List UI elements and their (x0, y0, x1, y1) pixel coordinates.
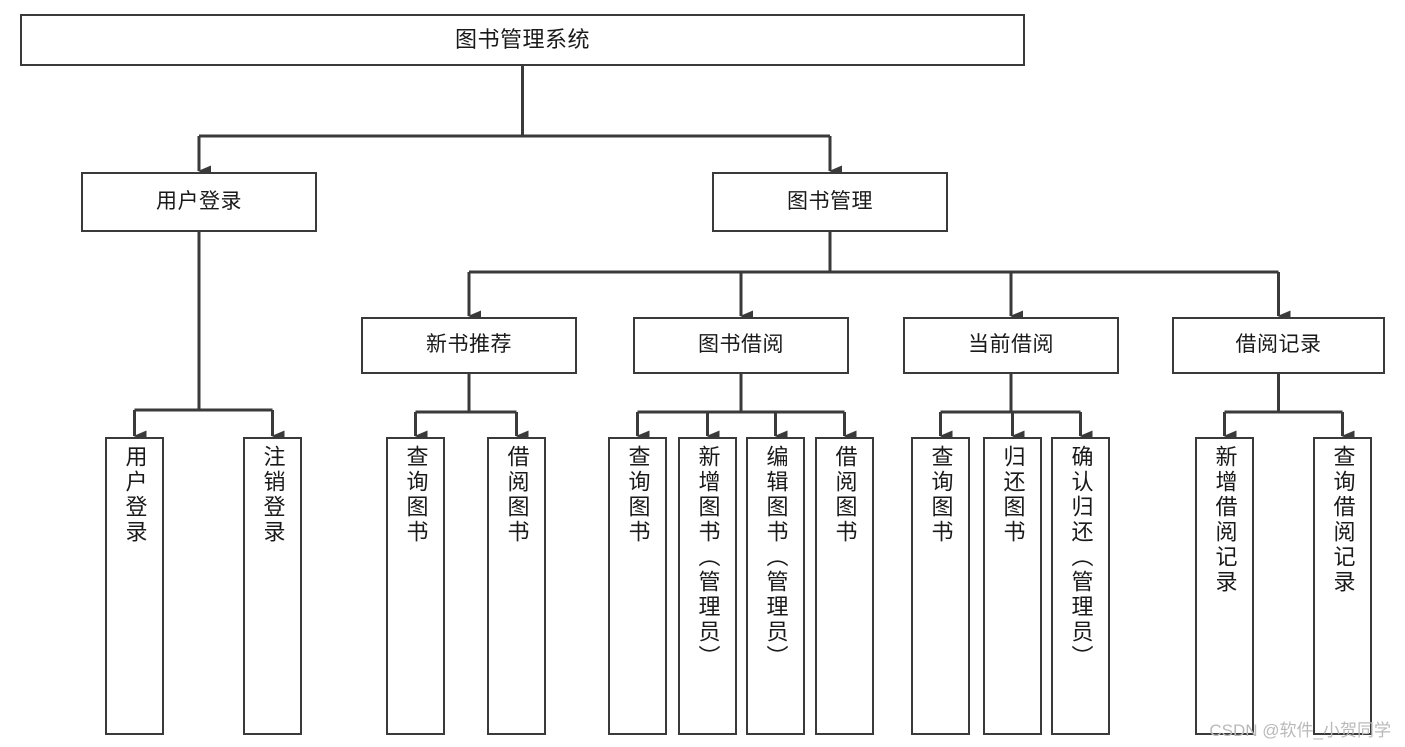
node-book-manage[interactable]: 图书管理 (712, 172, 948, 232)
node-leaf-return-book[interactable]: 归还图书 (983, 437, 1042, 735)
node-new-book-recommend[interactable]: 新书推荐 (361, 317, 577, 374)
node-label: 确认归还（管理员） (1068, 445, 1094, 670)
node-label: 查询借阅记录 (1330, 445, 1356, 595)
node-root[interactable]: 图书管理系统 (20, 14, 1025, 66)
node-user-login[interactable]: 用户登录 (81, 172, 317, 232)
node-leaf-query-book-3[interactable]: 查询图书 (911, 437, 970, 735)
node-label: 查询图书 (625, 445, 651, 545)
node-label: 查询图书 (928, 445, 954, 545)
node-current-borrow[interactable]: 当前借阅 (903, 317, 1119, 374)
node-label: 查询图书 (403, 445, 429, 545)
node-leaf-add-borrow-record[interactable]: 新增借阅记录 (1195, 437, 1254, 735)
node-label: 新增借阅记录 (1212, 445, 1238, 595)
node-label: 新书推荐 (426, 333, 512, 357)
node-label: 用户登录 (122, 445, 148, 545)
node-label: 借阅记录 (1235, 333, 1322, 357)
node-label: 编辑图书（管理员） (763, 445, 789, 670)
node-label: 借阅图书 (504, 445, 530, 545)
node-label: 图书管理系统 (454, 27, 590, 53)
node-book-borrow[interactable]: 图书借阅 (633, 317, 849, 374)
node-leaf-confirm-return-admin[interactable]: 确认归还（管理员） (1051, 437, 1110, 735)
node-leaf-query-book-2[interactable]: 查询图书 (608, 437, 667, 735)
node-leaf-logout[interactable]: 注销登录 (243, 437, 302, 735)
node-leaf-user-login[interactable]: 用户登录 (105, 437, 164, 735)
node-leaf-query-borrow-record[interactable]: 查询借阅记录 (1313, 437, 1372, 735)
node-label: 注销登录 (260, 445, 286, 545)
node-leaf-add-book-admin[interactable]: 新增图书（管理员） (678, 437, 737, 735)
node-label: 图书管理 (787, 189, 873, 213)
node-label: 新增图书（管理员） (695, 445, 721, 670)
node-leaf-borrow-book-2[interactable]: 借阅图书 (815, 437, 874, 735)
node-label: 图书借阅 (698, 333, 784, 357)
node-label: 借阅图书 (832, 445, 858, 545)
node-label: 用户登录 (156, 189, 242, 213)
edge-group (133, 66, 1355, 442)
node-label: 归还图书 (1000, 445, 1026, 545)
node-leaf-borrow-book-1[interactable]: 借阅图书 (487, 437, 546, 735)
node-leaf-edit-book-admin[interactable]: 编辑图书（管理员） (746, 437, 805, 735)
node-leaf-query-book-1[interactable]: 查询图书 (386, 437, 445, 735)
node-borrow-record[interactable]: 借阅记录 (1172, 317, 1385, 374)
node-label: 当前借阅 (968, 333, 1054, 357)
